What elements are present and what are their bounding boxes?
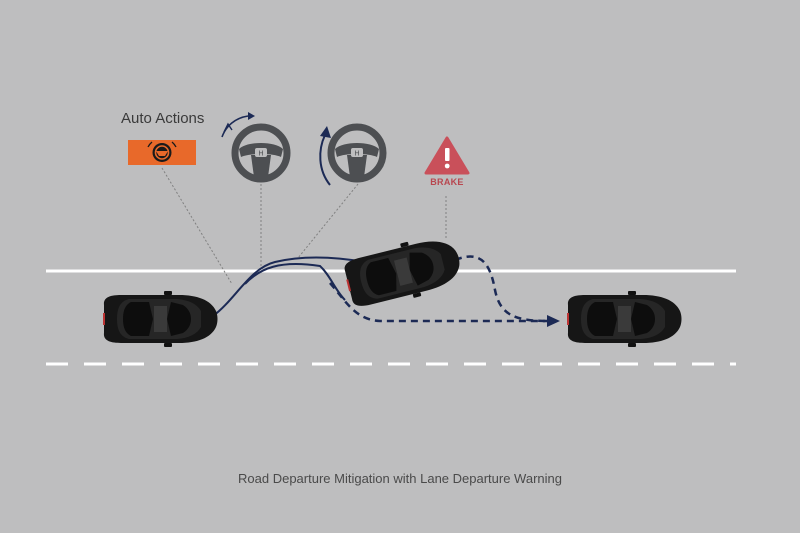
rotation-tail xyxy=(223,122,233,133)
rotation-arrow-icon-2 xyxy=(319,134,331,186)
steering-assist-icon xyxy=(128,140,196,165)
warning-triangle-icon xyxy=(424,136,470,175)
rotation-arrowhead xyxy=(248,112,255,120)
path-arrowhead xyxy=(547,315,560,327)
car-departing xyxy=(340,229,467,314)
departure-path xyxy=(244,263,346,301)
diagram-caption: Road Departure Mitigation with Lane Depa… xyxy=(238,471,562,486)
steering-wheel-icon-2 xyxy=(331,127,383,179)
brake-label: BRAKE xyxy=(430,177,464,187)
leader-lines xyxy=(161,167,447,285)
rotation-arrowhead-2 xyxy=(320,126,331,138)
auto-actions-label: Auto Actions xyxy=(121,110,205,127)
car-end xyxy=(566,290,683,348)
car-start xyxy=(102,290,219,348)
steering-wheel-icon xyxy=(235,127,287,179)
rotation-arrow-icon xyxy=(221,115,249,138)
projected-path-upper xyxy=(454,255,549,323)
corrective-path xyxy=(212,256,366,317)
projected-path-lower xyxy=(329,282,548,323)
